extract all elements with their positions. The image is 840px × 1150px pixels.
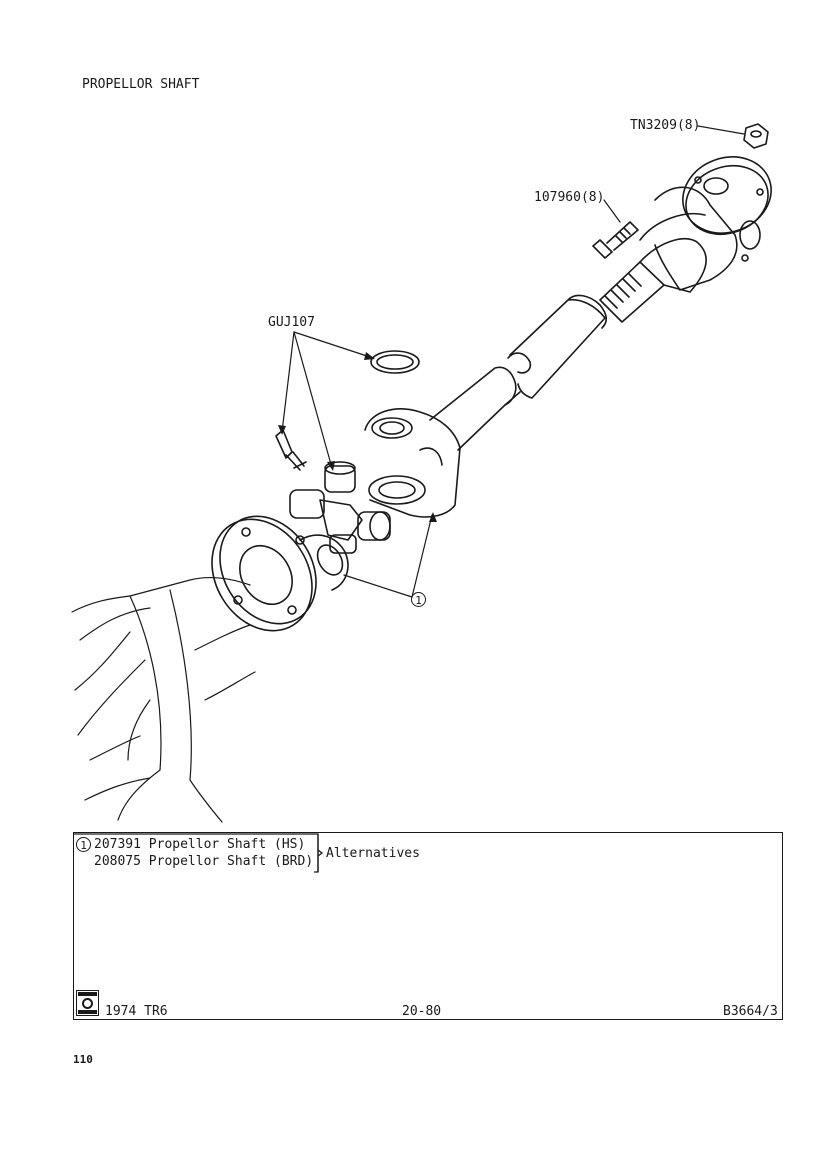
nut [743, 123, 769, 149]
footer-drawing-ref: B3664/3 [723, 1004, 778, 1019]
sliding-spline [599, 213, 707, 323]
parts-row-1: 207391 Propellor Shaft (HS) [94, 837, 306, 852]
parts-row-2: 208075 Propellor Shaft (BRD) [94, 854, 314, 869]
upper-flange [654, 156, 772, 291]
parts-row-marker: 1 [76, 837, 91, 852]
footer-model: 1974 TR6 [105, 1004, 168, 1019]
page-title: PROPELLOR SHAFT [82, 77, 200, 92]
nut-part-number: TN3209(8) [630, 118, 701, 133]
page-number: 110 [73, 1053, 93, 1066]
footer-section-code: 20-80 [402, 1004, 442, 1019]
grease-nipple [275, 429, 307, 471]
bolt [592, 221, 639, 259]
shaft-tube [429, 294, 608, 451]
leader-lines [281, 125, 745, 598]
differential-housing [71, 576, 256, 823]
british-leyland-logo [76, 990, 99, 1016]
alternatives-note: Alternatives [326, 846, 420, 861]
bolt-part-number: 107960(8) [534, 190, 605, 205]
circlip [370, 350, 420, 374]
leader-arrows [278, 352, 437, 522]
parts-list-box [73, 832, 783, 1020]
kit-part-number: GUJ107 [268, 315, 315, 330]
item-marker-callout: 1 [411, 592, 426, 607]
rear-flange [211, 515, 349, 632]
universal-joint-spider [289, 461, 391, 554]
